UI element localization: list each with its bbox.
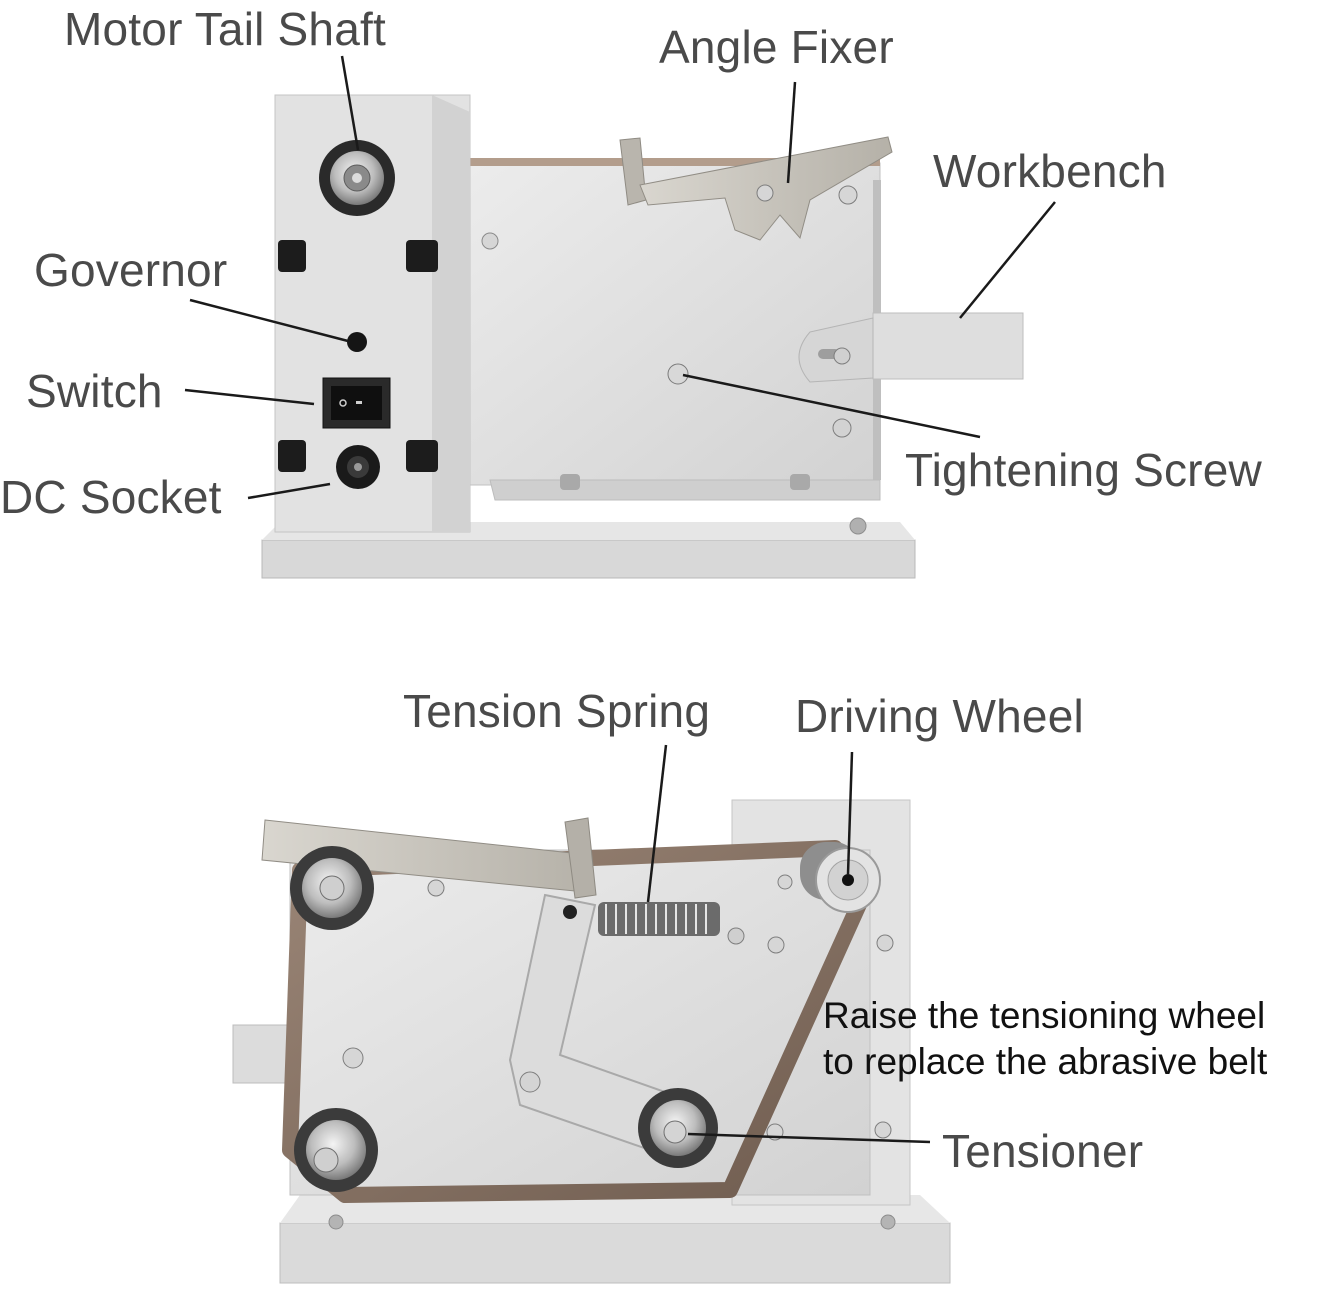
rocker-switch (322, 377, 391, 429)
label-tension-spring: Tension Spring (403, 685, 711, 737)
top-machine (261, 94, 1024, 579)
label-angle-fixer: Angle Fixer (659, 21, 894, 73)
upper-idler-wheel (290, 846, 374, 930)
leader-motor-tail-shaft (340, 55, 360, 151)
leader-tension-spring (646, 744, 668, 903)
base-plate (261, 539, 916, 579)
governor-knob (347, 332, 367, 352)
workbench-plate (798, 312, 1024, 383)
label-tensioner: Tensioner (942, 1125, 1144, 1177)
leader-tensioner (687, 1132, 931, 1144)
label-driving-wheel: Driving Wheel (795, 690, 1084, 742)
leader-workbench (959, 201, 1056, 319)
note-line-2: to replace the abrasive belt (823, 1041, 1268, 1082)
tensioner-wheel (638, 1088, 718, 1168)
note-line-1: Raise the tensioning wheel (823, 995, 1266, 1036)
leader-tightening-screw (682, 373, 981, 439)
lower-idler-wheel (294, 1108, 378, 1192)
leader-driving-wheel (846, 751, 854, 875)
tension-spring (598, 902, 745, 945)
label-tightening-screw: Tightening Screw (905, 444, 1262, 496)
label-motor-tail-shaft: Motor Tail Shaft (64, 3, 386, 55)
motor-tail-shaft (319, 140, 395, 216)
angle-fixer-bracket (619, 136, 893, 241)
dc-socket (336, 445, 380, 489)
driving-wheel (800, 842, 881, 913)
belt-replacement-note: Raise the tensioning wheel to replace th… (823, 993, 1267, 1085)
bottom-base-plate (279, 1222, 951, 1284)
leader-switch (184, 388, 315, 406)
side-panel (469, 162, 881, 486)
leader-dc-socket (247, 482, 331, 500)
label-workbench: Workbench (933, 145, 1167, 197)
leader-lines (184, 55, 1056, 1144)
leader-governor (189, 298, 349, 343)
leader-angle-fixer (786, 81, 797, 184)
label-switch: Switch (26, 365, 163, 417)
label-governor: Governor (34, 244, 228, 296)
label-dc-socket: DC Socket (0, 471, 222, 523)
tightening-screw (667, 363, 689, 385)
bottom-machine (232, 799, 951, 1284)
